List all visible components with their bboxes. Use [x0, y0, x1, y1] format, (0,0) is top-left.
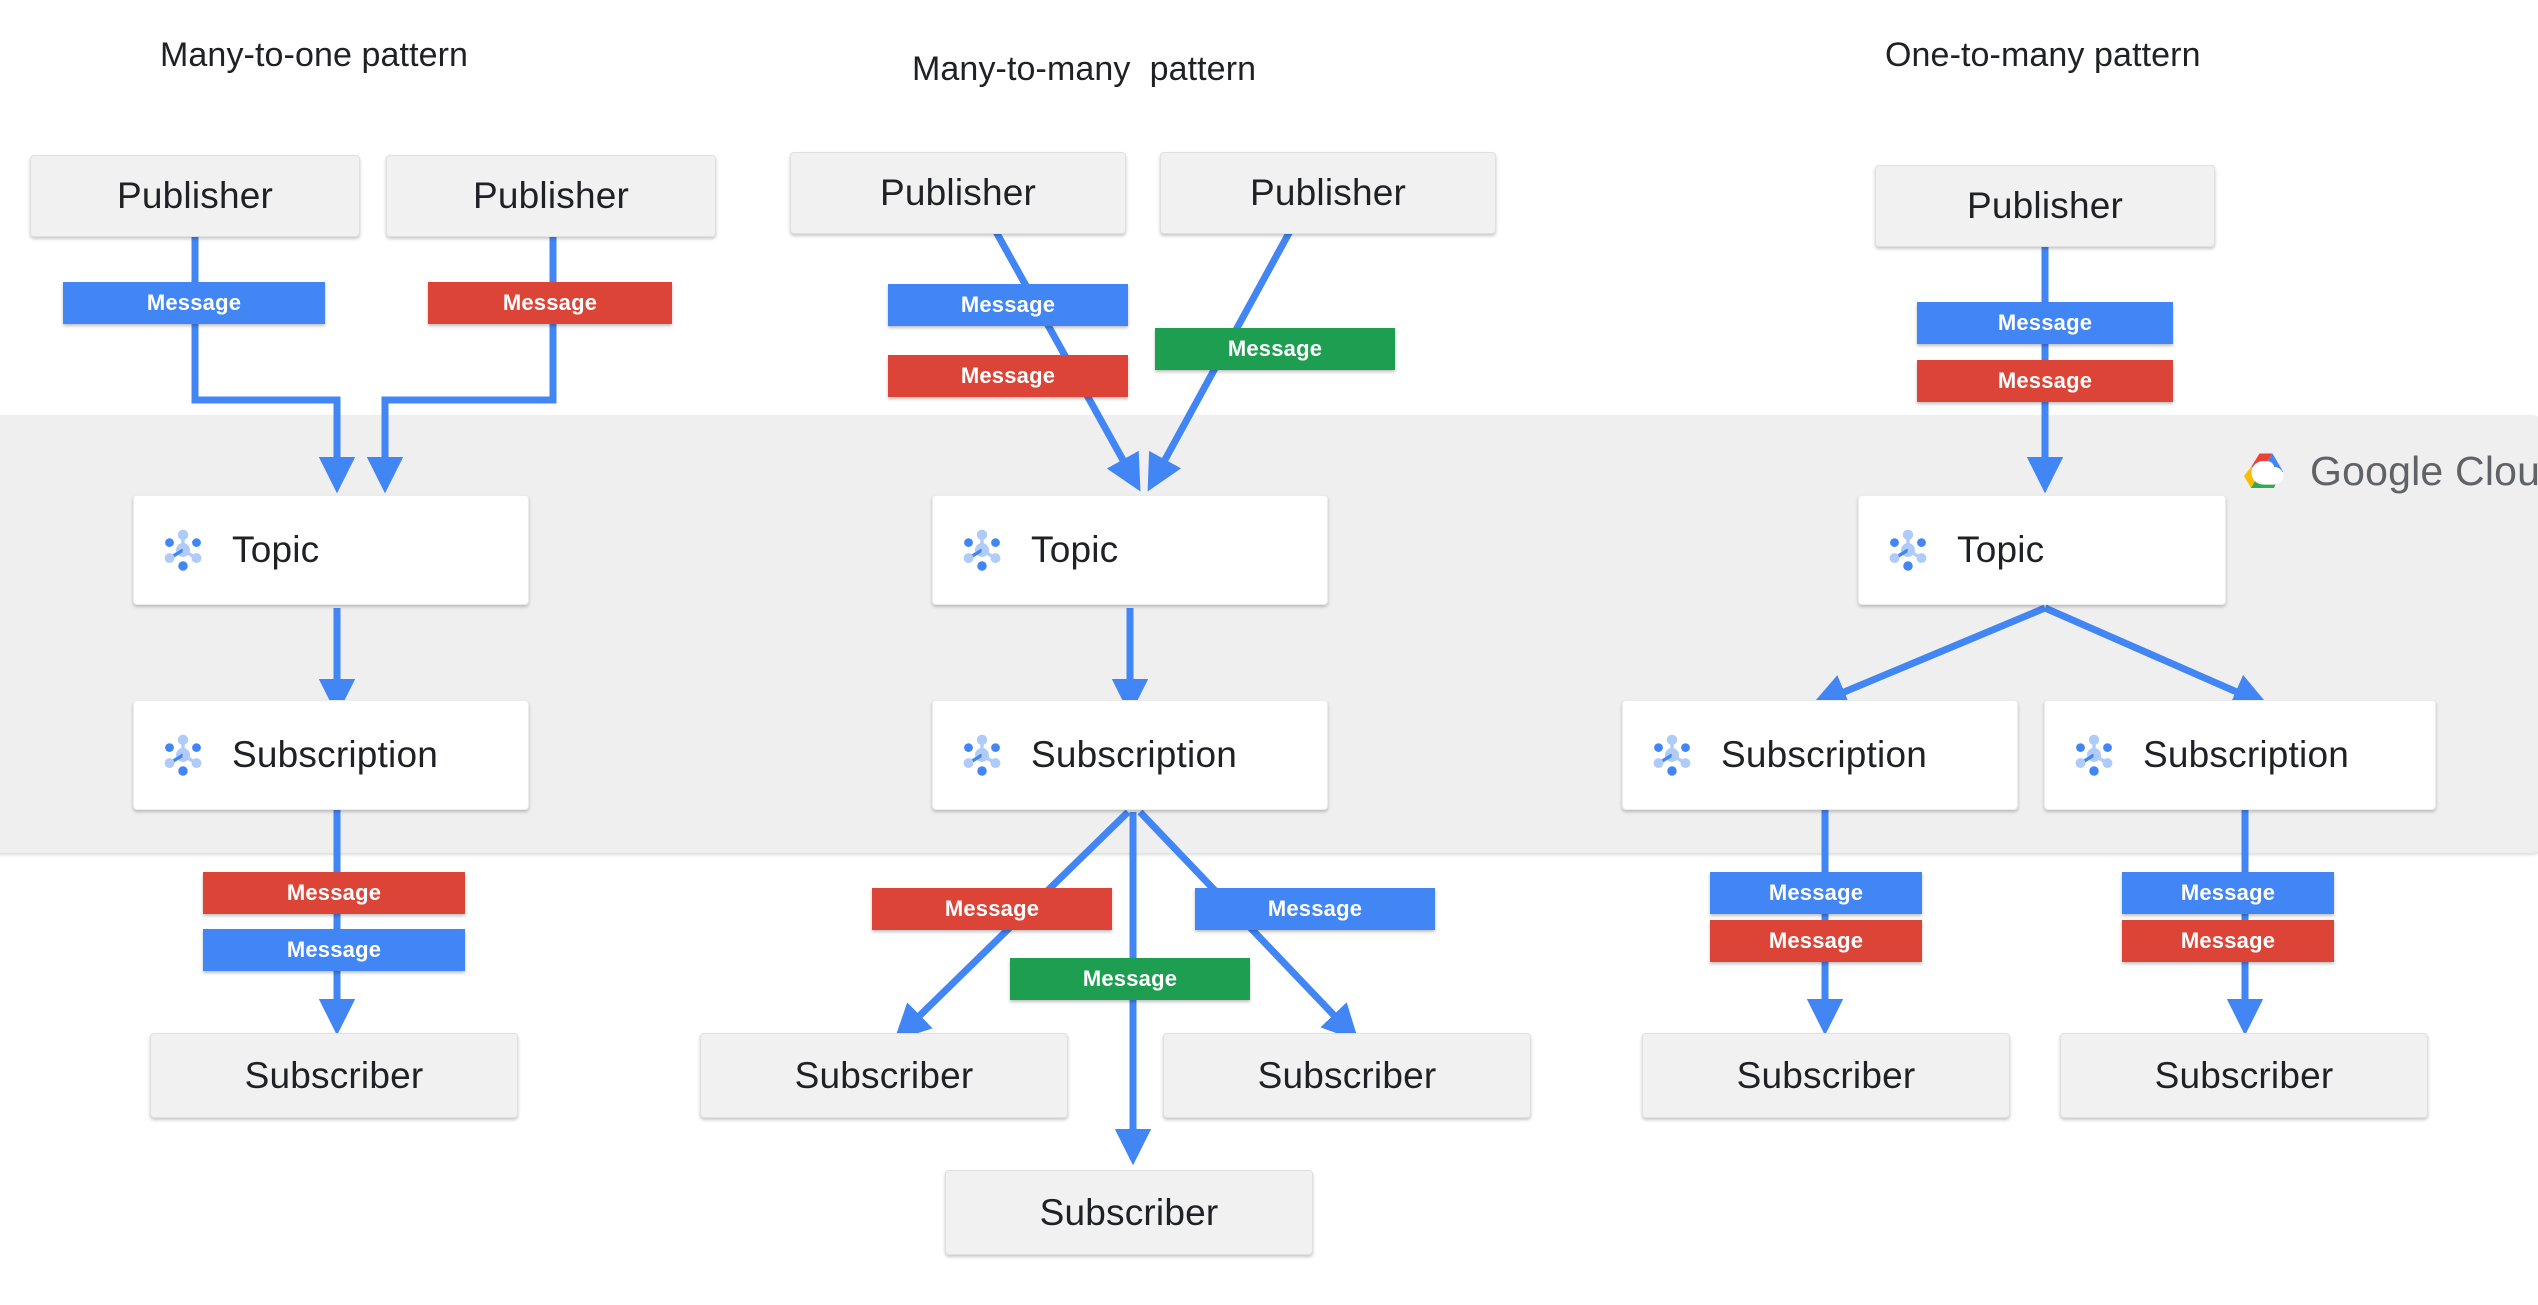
message-chip: Message: [428, 282, 672, 324]
message-chip: Message: [203, 929, 465, 971]
subscriber-node[interactable]: Subscriber: [150, 1033, 518, 1118]
subscriber-node[interactable]: Subscriber: [945, 1170, 1313, 1255]
column-title-many-to-many: Many-to-many pattern: [912, 50, 1257, 88]
message-chip: Message: [1710, 920, 1922, 962]
topic-node[interactable]: Topic: [1858, 495, 2226, 605]
publisher-node[interactable]: Publisher: [790, 152, 1126, 234]
message-chip: Message: [2122, 920, 2334, 962]
logo-word-google: Google: [2310, 448, 2444, 494]
subscription-node[interactable]: Subscription: [1622, 700, 2018, 810]
pubsub-icon: [1653, 734, 1691, 776]
message-chip: Message: [888, 284, 1128, 326]
google-cloud-lockup: Google Cloud: [2238, 448, 2538, 495]
pubsub-icon: [1889, 529, 1927, 571]
subscriber-node[interactable]: Subscriber: [1163, 1033, 1531, 1118]
subscription-label: Subscription: [1031, 734, 1238, 775]
subscription-label: Subscription: [2143, 734, 2350, 775]
pubsub-icon: [963, 529, 1001, 571]
message-chip: Message: [63, 282, 325, 324]
topic-label: Topic: [232, 529, 320, 570]
message-chip: Message: [1710, 872, 1922, 914]
message-chip: Message: [1195, 888, 1435, 930]
publisher-node[interactable]: Publisher: [386, 155, 716, 237]
logo-word-cloud: Cloud: [2455, 448, 2538, 494]
subscription-label: Subscription: [232, 734, 439, 775]
message-chip: Message: [872, 888, 1112, 930]
column-title-one-to-many: One-to-many pattern: [1885, 36, 2201, 74]
publisher-node[interactable]: Publisher: [1875, 165, 2215, 247]
subscription-node[interactable]: Subscription: [2044, 700, 2436, 810]
message-chip: Message: [888, 355, 1128, 397]
message-chip: Message: [1010, 958, 1250, 1000]
subscription-label: Subscription: [1721, 734, 1928, 775]
topic-node[interactable]: Topic: [133, 495, 529, 605]
subscription-node[interactable]: Subscription: [133, 700, 529, 810]
pubsub-icon: [164, 529, 202, 571]
message-chip: Message: [2122, 872, 2334, 914]
topic-node[interactable]: Topic: [932, 495, 1328, 605]
google-cloud-text: Google Cloud: [2310, 448, 2538, 495]
subscriber-node[interactable]: Subscriber: [2060, 1033, 2428, 1118]
column-title-many-to-one: Many-to-one pattern: [160, 36, 469, 74]
subscription-node[interactable]: Subscription: [932, 700, 1328, 810]
pubsub-icon: [164, 734, 202, 776]
message-chip: Message: [1917, 302, 2173, 344]
publisher-node[interactable]: Publisher: [1160, 152, 1496, 234]
google-cloud-logo-icon: [2244, 453, 2284, 488]
subscriber-node[interactable]: Subscriber: [1642, 1033, 2010, 1118]
message-chip: Message: [1917, 360, 2173, 402]
pubsub-icon: [2075, 734, 2113, 776]
pubsub-icon: [963, 734, 1001, 776]
subscriber-node[interactable]: Subscriber: [700, 1033, 1068, 1118]
publisher-node[interactable]: Publisher: [30, 155, 360, 237]
message-chip: Message: [203, 872, 465, 914]
topic-label: Topic: [1031, 529, 1119, 570]
message-chip: Message: [1155, 328, 1395, 370]
topic-label: Topic: [1957, 529, 2045, 570]
